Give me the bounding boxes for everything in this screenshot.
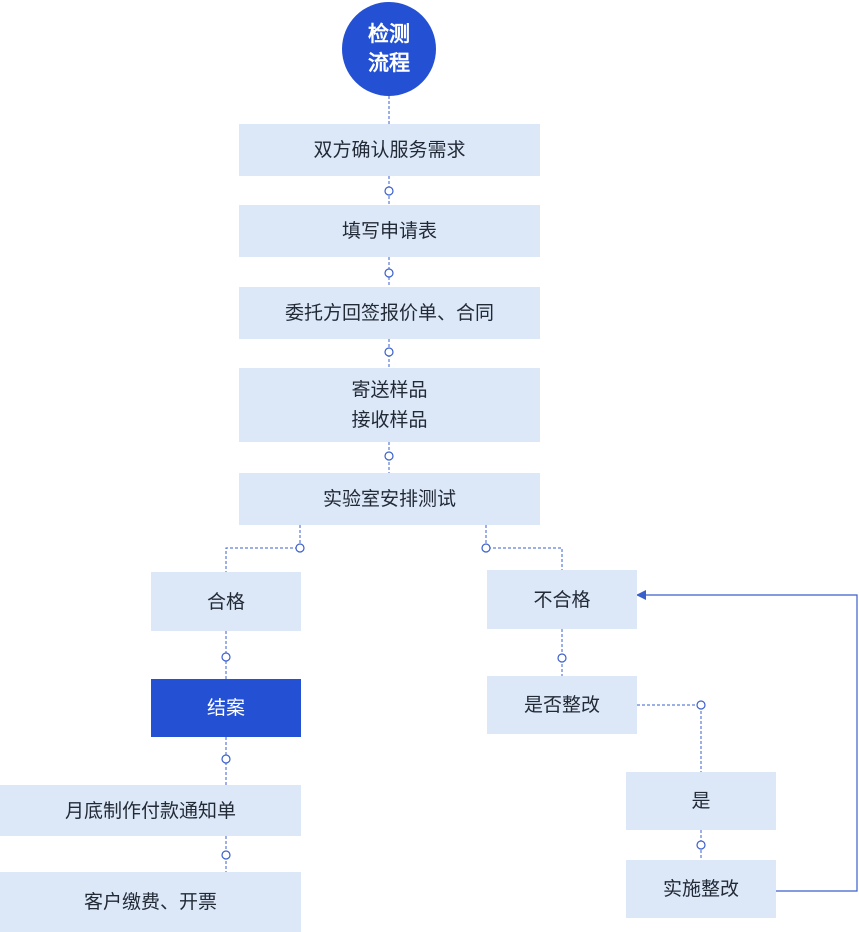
node-pass-label: 合格 <box>206 590 245 613</box>
node-invoice: 客户缴费、开票 <box>0 872 301 932</box>
junction-dot <box>384 186 394 196</box>
connector-arrange-fail <box>485 525 563 570</box>
node-rectify-question: 是否整改 <box>487 676 637 734</box>
junction-dot <box>221 652 231 662</box>
node-notice-label: 月底制作付款通知单 <box>64 799 236 822</box>
junction-dot <box>481 543 491 553</box>
step-arrange-label: 实验室安排测试 <box>322 488 456 510</box>
step-apply-label: 填写申请表 <box>341 220 437 242</box>
connector-question-yes <box>637 704 702 772</box>
node-rectify-label: 实施整改 <box>662 878 739 900</box>
connector-arrange-pass <box>225 525 301 572</box>
node-close: 结案 <box>151 679 301 737</box>
junction-dot <box>295 543 305 553</box>
node-close-label: 结案 <box>206 697 245 719</box>
junction-dot <box>221 754 231 764</box>
node-pass: 合格 <box>151 572 301 631</box>
start-node: 检测 流程 <box>342 2 436 96</box>
step-sign-label: 委托方回签报价单、合同 <box>284 302 494 324</box>
start-line-1: 检测 <box>368 22 410 46</box>
step-arrange: 实验室安排测试 <box>239 473 540 525</box>
step-confirm: 双方确认服务需求 <box>239 124 540 176</box>
step-sample-send-label: 寄送样品 <box>351 379 428 401</box>
node-rectify-question-label: 是否整改 <box>523 694 600 716</box>
start-line-2: 流程 <box>368 51 410 75</box>
junction-dot <box>384 347 394 357</box>
junction-dot <box>696 700 706 710</box>
junction-dot <box>696 840 706 850</box>
node-fail: 不合格 <box>487 570 637 629</box>
node-invoice-label: 客户缴费、开票 <box>83 891 217 913</box>
junction-dot <box>557 653 567 663</box>
junction-dot <box>221 850 231 860</box>
step-confirm-label: 双方确认服务需求 <box>313 139 466 161</box>
step-sample: 寄送样品 接收样品 <box>239 368 540 442</box>
junction-dot <box>384 451 394 461</box>
node-rectify: 实施整改 <box>626 860 776 918</box>
junction-dot <box>384 268 394 278</box>
node-notice: 月底制作付款通知单 <box>0 785 301 836</box>
step-apply: 填写申请表 <box>239 205 540 257</box>
step-sign: 委托方回签报价单、合同 <box>239 287 540 339</box>
node-yes: 是 <box>626 772 776 830</box>
return-arrow <box>636 590 858 892</box>
node-yes-label: 是 <box>691 790 711 812</box>
node-fail-label: 不合格 <box>533 588 591 611</box>
step-sample-receive-label: 接收样品 <box>351 409 428 431</box>
